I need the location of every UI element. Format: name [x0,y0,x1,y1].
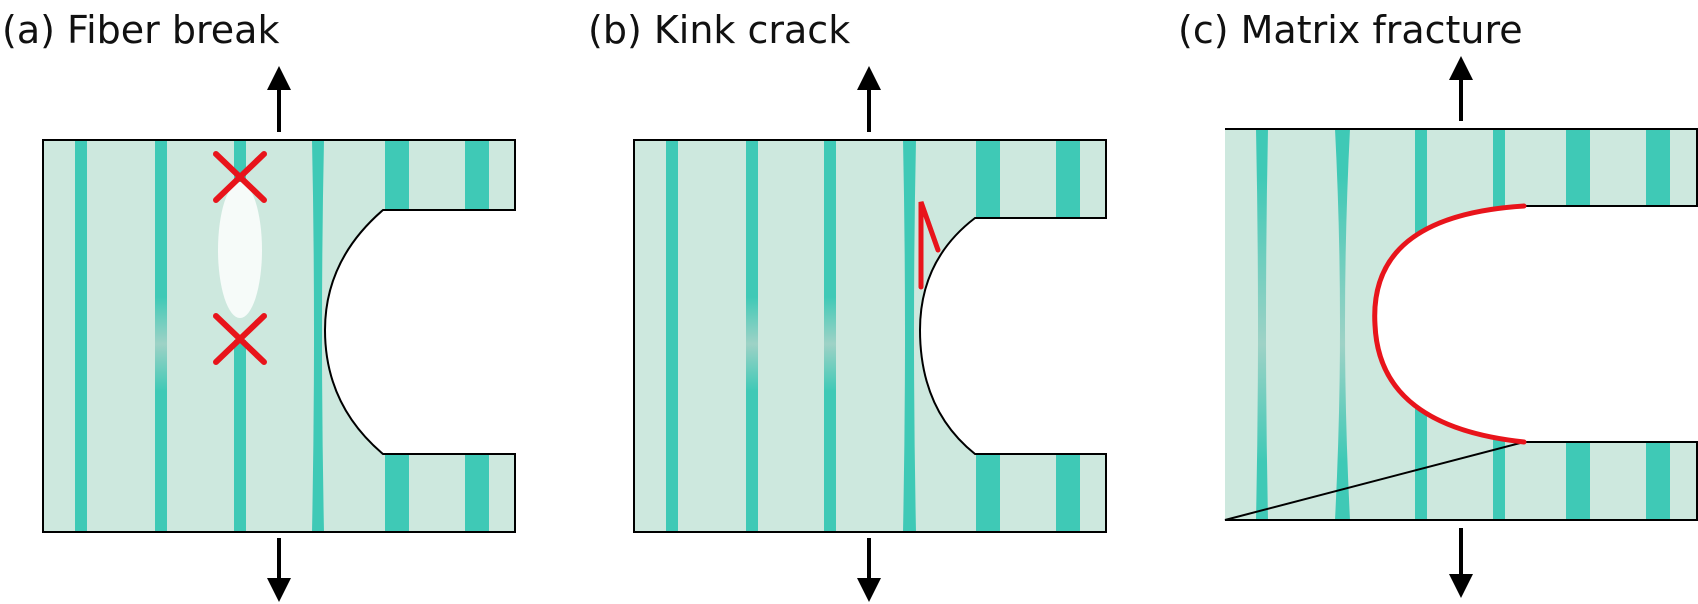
panel-c-fiber [1646,129,1670,206]
panel-b-matrix [634,140,1106,532]
panel-a-fiber [465,140,489,532]
matrix-fracture-crack [1372,203,1527,445]
panel-c-notch-cutout [1374,206,1698,442]
panel-b-fiber [824,140,836,532]
panel-b-fiber [746,140,758,532]
panel-a-curved-fiber [312,140,324,532]
panel-c-curved-fiber [1256,129,1268,520]
panel-c-fiber [1646,442,1670,520]
panel-a-fiber [155,140,167,532]
panel-c-curved-fiber [1335,129,1350,520]
panel-b-title: (b) Kink crack [588,8,851,52]
panel-c-outline [1224,128,1698,521]
panel-a-fiber [75,140,87,532]
damage-zone [218,182,262,318]
panel-c-specimen [1224,56,1698,598]
panel-a-title: (a) Fiber break [2,8,280,52]
panel-a-fiber [385,140,409,532]
kink-crack [918,201,941,290]
panel-b-specimen [633,66,1107,602]
panel-c-fiber [1566,129,1590,206]
panel-b-fiber [666,140,678,532]
panel-c-fiber [1566,442,1590,520]
panel-a-specimen [42,66,516,602]
panel-b-outline [633,139,1107,533]
panel-a-broken-fiber [234,340,246,532]
fiber-break-x-icon [213,151,267,203]
panel-b-fiber [1056,140,1080,532]
fiber-break-x-icon [213,313,267,365]
panel-b-curved-fiber [903,140,916,532]
panel-a-matrix [43,140,515,532]
panel-b-fiber [976,140,1000,532]
panel-a-outline [42,139,516,533]
panel-c-title: (c) Matrix fracture [1178,8,1523,52]
